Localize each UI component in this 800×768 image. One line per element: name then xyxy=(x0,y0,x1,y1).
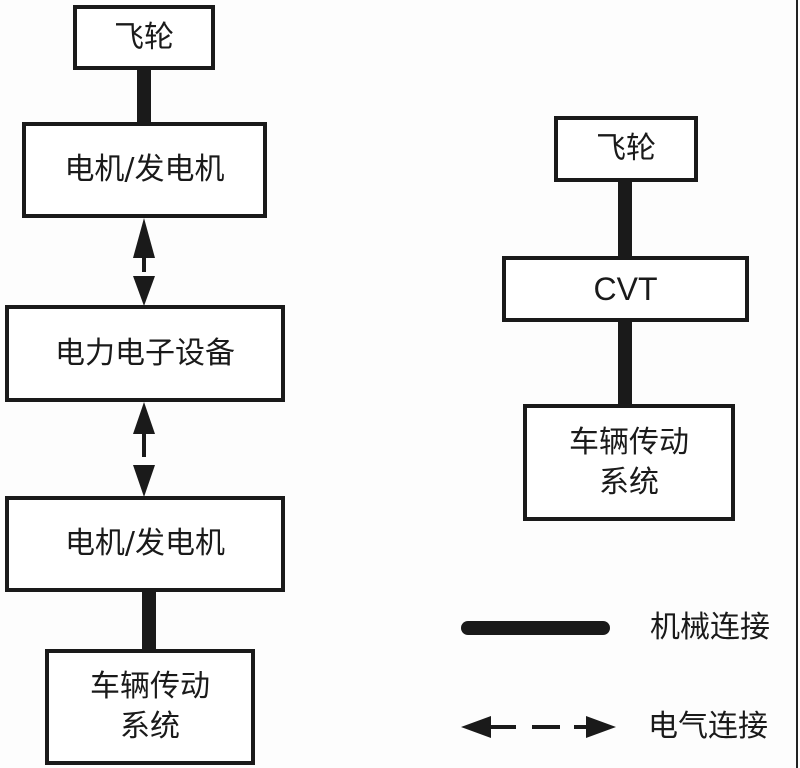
power-electronics-box: 电力电子设备 xyxy=(5,305,285,402)
mechanical-link-flywheel-motor xyxy=(137,66,151,126)
motor-generator-top-box: 电机/发电机 xyxy=(22,122,267,218)
electrical-link-powerelectronics-motor xyxy=(133,402,155,497)
right-flywheel-label: 飞轮 xyxy=(596,131,656,166)
arrowhead-up xyxy=(133,218,155,258)
left-vehicle-drive-label-line2: 系统 xyxy=(120,709,180,744)
left-vehicle-drive-label-line1: 车辆传动 xyxy=(90,669,210,704)
legend-electrical-arrow xyxy=(461,716,616,738)
legend-electrical-label: 电气连接 xyxy=(648,709,768,744)
cvt-label: CVT xyxy=(593,271,658,307)
left-flywheel-box: 飞轮 xyxy=(73,5,215,70)
right-vehicle-drive-box: 车辆传动 系统 xyxy=(523,404,735,521)
right-flywheel-box: 飞轮 xyxy=(554,116,698,182)
legend-arrowhead-right xyxy=(586,716,616,738)
mechanical-link-cvt-drive xyxy=(618,318,632,407)
arrowhead-up xyxy=(133,402,155,434)
right-vehicle-drive-label-line1: 车辆传动 xyxy=(569,424,689,460)
cvt-box: CVT xyxy=(502,256,749,322)
power-electronics-label: 电力电子设备 xyxy=(55,335,235,371)
legend-arrowhead-left xyxy=(461,716,491,738)
right-vehicle-drive-label-line2: 系统 xyxy=(599,464,659,500)
mechanical-link-motor-drive xyxy=(142,588,156,652)
electrical-link-motor-powerelectronics xyxy=(133,218,155,306)
motor-generator-bottom-label: 电机/发电机 xyxy=(64,526,226,561)
right-border-line xyxy=(796,0,798,768)
motor-generator-bottom-box: 电机/发电机 xyxy=(5,496,285,592)
left-flywheel-label: 飞轮 xyxy=(114,19,174,55)
left-vehicle-drive-box: 车辆传动 系统 xyxy=(45,649,255,765)
arrowhead-down xyxy=(133,276,155,306)
legend-mechanical-label: 机械连接 xyxy=(650,610,770,645)
arrowhead-down xyxy=(133,465,155,497)
mechanical-link-flywheel-cvt xyxy=(618,178,632,260)
motor-generator-top-label: 电机/发电机 xyxy=(64,152,225,187)
